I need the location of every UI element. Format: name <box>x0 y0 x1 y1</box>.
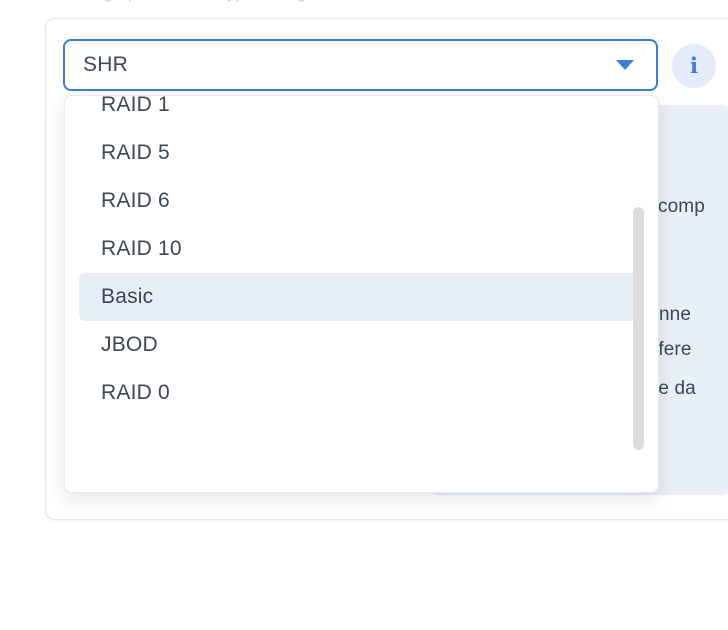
dropdown-scrollbar[interactable] <box>633 106 644 482</box>
dropdown-option[interactable]: Basic <box>79 273 644 321</box>
chevron-down-icon[interactable] <box>616 60 634 70</box>
info-icon: i <box>690 52 698 78</box>
dropdown-option[interactable]: RAID 0 <box>101 381 170 404</box>
dropdown-option[interactable]: RAID 1 <box>101 96 170 116</box>
dropdown-option[interactable]: JBOD <box>101 333 158 356</box>
info-icon-button[interactable]: i <box>672 44 716 88</box>
raid-type-selected-value: SHR <box>83 53 128 76</box>
raid-type-select[interactable]: SHR <box>63 39 658 91</box>
raid-type-select-box[interactable]: SHR <box>63 39 658 91</box>
dropdown-scrollbar-thumb[interactable] <box>633 207 644 450</box>
description-line-4: re da <box>652 378 696 399</box>
dropdown-option[interactable]: RAID 5 <box>101 141 170 164</box>
dropdown-option[interactable]: RAID 6 <box>101 189 170 212</box>
description-line-1: comp <box>658 196 705 217</box>
dropdown-option[interactable]: RAID 10 <box>101 237 182 260</box>
description-line-3: iffere <box>649 339 692 360</box>
page-title: Storage pool / RAID type configuration <box>62 0 360 4</box>
